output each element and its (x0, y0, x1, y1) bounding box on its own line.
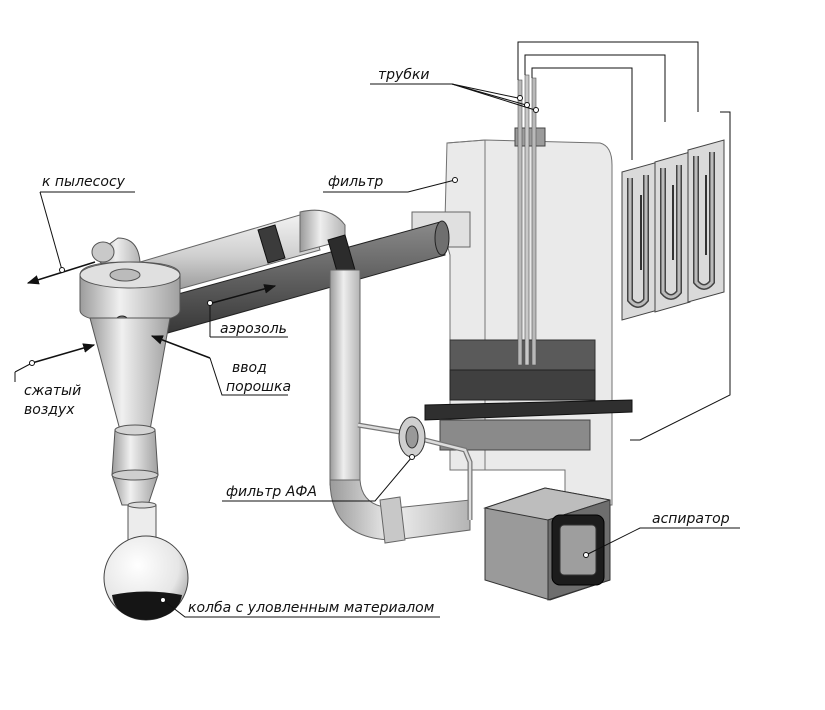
flow-arrows (26, 261, 277, 364)
compressed-air-arrow (31, 343, 96, 364)
manometer-lines (517, 41, 731, 441)
leader-lines (14, 83, 740, 618)
label-air-line1: сжатый (24, 383, 81, 399)
collected-material (112, 591, 182, 620)
aerosol-arrow (211, 284, 277, 304)
collection-flask (103, 501, 189, 621)
filter-plate (424, 399, 633, 421)
tubes-inside-box (514, 74, 546, 366)
manometer-panels (621, 139, 725, 321)
cyclone (79, 237, 181, 506)
return-pipe (329, 269, 471, 544)
label-powder-line1: ввод (232, 360, 267, 376)
label-to-vacuum: к пылесосу (42, 174, 126, 190)
label-aerosol: аэрозоль (220, 321, 287, 337)
leader-dots (29, 95, 589, 603)
afa-filter-line (357, 416, 473, 520)
label-filter: фильтр (328, 174, 383, 190)
aspirator-unit (483, 487, 611, 601)
label-afa-filter: фильтр АФА (226, 484, 317, 500)
powder-arrow (150, 335, 211, 359)
pipe-coupling-1 (257, 224, 286, 264)
label-flask: колба с уловленным материалом (188, 600, 435, 616)
label-aspirator: аспиратор (652, 511, 730, 527)
label-powder-line2: порошка (226, 379, 291, 395)
label-tubes: трубки (378, 67, 430, 83)
label-air-line2: воздух (24, 402, 75, 418)
